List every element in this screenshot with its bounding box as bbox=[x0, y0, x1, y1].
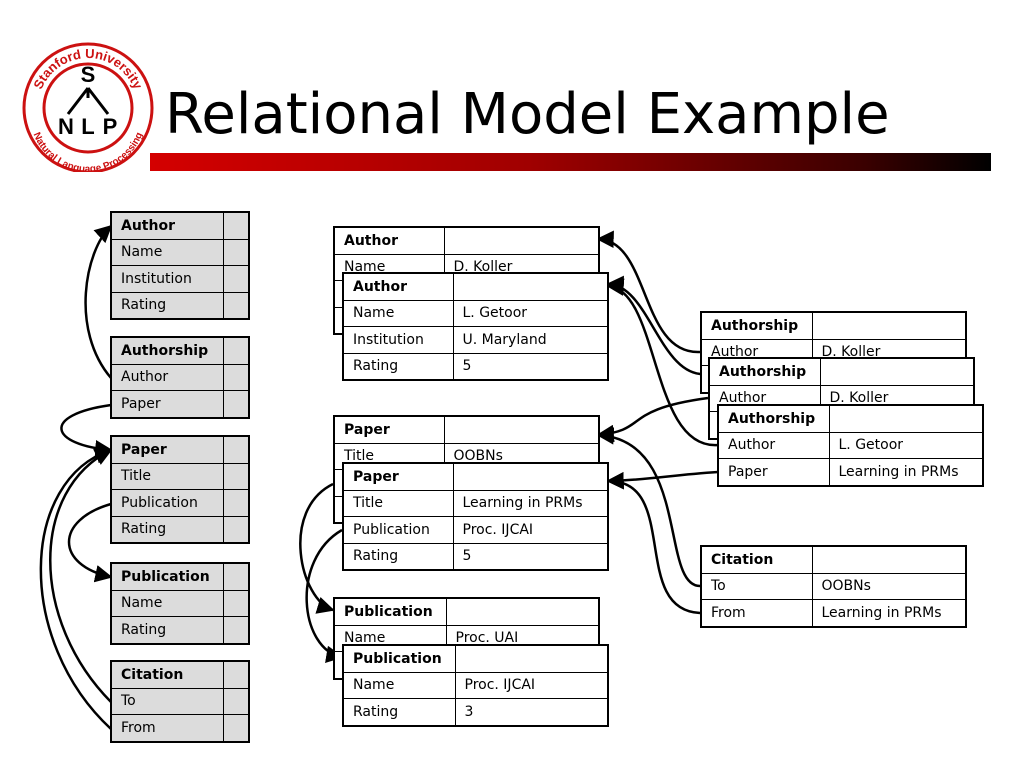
instance-field: Name bbox=[342, 671, 456, 699]
instance-value: L. Getoor bbox=[828, 431, 984, 459]
schema-field: Name bbox=[110, 238, 224, 266]
schema-field: Rating bbox=[110, 515, 224, 544]
instance-field: Rating bbox=[342, 698, 456, 726]
arrow-paper1-pub1 bbox=[299, 482, 335, 614]
schema-header: Author bbox=[110, 211, 224, 240]
schema-author-table: Author Name Institution Rating bbox=[110, 211, 250, 320]
instance-field: Title bbox=[342, 489, 454, 517]
svg-text:N: N bbox=[58, 114, 74, 139]
arrow-authorship1-author1 bbox=[596, 230, 701, 354]
arrow-authorship2-paper1 bbox=[596, 396, 709, 443]
instance-field: Author bbox=[717, 431, 830, 459]
instance-value: 3 bbox=[454, 698, 609, 726]
schema-header: Paper bbox=[110, 435, 224, 464]
arrow-citation-from-paper2 bbox=[606, 472, 701, 615]
instance-value: Learning in PRMs bbox=[828, 458, 984, 486]
arrow-citation-from bbox=[39, 446, 113, 730]
instance-field: From bbox=[700, 599, 813, 627]
instance-value: 5 bbox=[452, 352, 609, 381]
arrow-paper2-pub2 bbox=[305, 528, 344, 664]
logo-graphic: Stanford University Natural Language Pro… bbox=[22, 42, 154, 175]
instance-field: Rating bbox=[342, 352, 454, 381]
schema-header: Authorship bbox=[110, 336, 224, 365]
arrow-paper-publication bbox=[67, 502, 113, 583]
instance-value: Learning in PRMs bbox=[811, 599, 967, 627]
schema-field: Paper bbox=[110, 390, 224, 418]
svg-text:L: L bbox=[81, 114, 94, 139]
schema-field: From bbox=[110, 714, 224, 742]
schema-field: To bbox=[110, 687, 224, 715]
instance-value: U. Maryland bbox=[452, 326, 609, 354]
arrow-authorship-paper bbox=[60, 403, 113, 458]
instance-value: Proc. IJCAI bbox=[452, 516, 609, 544]
instance-field: Paper bbox=[717, 458, 830, 486]
page-title: Relational Model Example bbox=[165, 82, 890, 147]
instance-field: Publication bbox=[342, 516, 454, 544]
schema-authorship-table: Authorship Author Paper bbox=[110, 336, 250, 419]
instance-value: L. Getoor bbox=[452, 299, 609, 327]
schema-field: Rating bbox=[110, 291, 224, 320]
arrow-authorship3-author2 bbox=[606, 278, 719, 447]
schema-header: Citation bbox=[110, 660, 224, 689]
schema-publication-table: Publication Name Rating bbox=[110, 562, 250, 645]
arrow-authorship2-author2 bbox=[606, 275, 709, 376]
schema-field: Publication bbox=[110, 489, 224, 517]
arrow-citation-to-paper1 bbox=[596, 427, 701, 588]
arrow-citation-to bbox=[49, 448, 113, 703]
instance-header: Publication bbox=[333, 597, 447, 626]
instance-value: Proc. IJCAI bbox=[454, 671, 609, 699]
instance-value: Learning in PRMs bbox=[452, 489, 609, 517]
instance-header: Author bbox=[342, 272, 454, 301]
instance-value: OOBNs bbox=[811, 572, 967, 600]
schema-header: Publication bbox=[110, 562, 224, 591]
schema-paper-table: Paper Title Publication Rating bbox=[110, 435, 250, 544]
instance-header: Paper bbox=[333, 415, 445, 444]
instance-header: Authorship bbox=[708, 357, 821, 386]
arrow-authorship-author bbox=[84, 224, 113, 379]
schema-citation-table: Citation To From bbox=[110, 660, 250, 743]
stanford-nlp-logo: Stanford University Natural Language Pro… bbox=[20, 42, 156, 175]
instance-header: Citation bbox=[700, 545, 813, 574]
schema-field: Author bbox=[110, 363, 224, 391]
instance-header: Publication bbox=[342, 644, 456, 673]
title-underline-bar bbox=[150, 153, 991, 171]
schema-field: Name bbox=[110, 589, 224, 617]
instance-value: 5 bbox=[452, 542, 609, 571]
instance-header: Authorship bbox=[717, 404, 830, 433]
instance-header: Author bbox=[333, 226, 445, 255]
schema-field: Institution bbox=[110, 265, 224, 293]
arrow-authorship3-paper2 bbox=[606, 470, 719, 490]
svg-text:P: P bbox=[103, 114, 118, 139]
schema-field: Rating bbox=[110, 616, 224, 644]
instance-field: To bbox=[700, 572, 813, 600]
instance-field: Institution bbox=[342, 326, 454, 354]
instance-field: Rating bbox=[342, 542, 454, 571]
svg-text:S: S bbox=[81, 62, 96, 87]
instance-field: Name bbox=[342, 299, 454, 327]
instance-header: Paper bbox=[342, 462, 454, 491]
instance-header: Authorship bbox=[700, 311, 813, 340]
schema-field: Title bbox=[110, 462, 224, 490]
